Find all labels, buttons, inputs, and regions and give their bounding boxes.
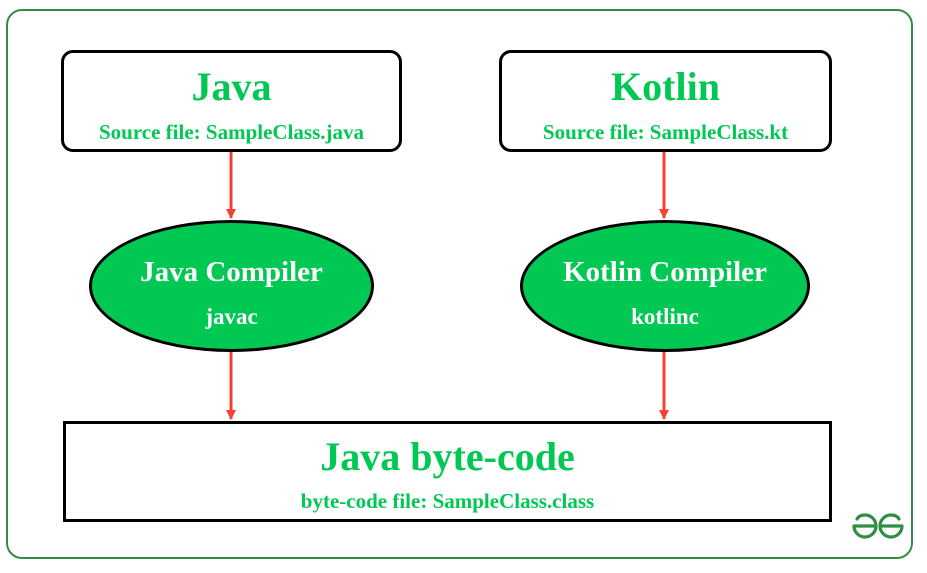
kotlin-compiler-title: Kotlin Compiler xyxy=(563,256,767,288)
java-compiler-title: Java Compiler xyxy=(140,256,323,288)
java-source-subtitle: Source file: SampleClass.java xyxy=(98,120,364,144)
kotlin-source-title: Kotlin xyxy=(611,64,720,109)
bytecode-subtitle: byte-code file: SampleClass.class xyxy=(300,489,595,513)
bytecode-title: Java byte-code xyxy=(320,434,575,479)
java-source-title: Java xyxy=(191,64,272,109)
java-source-box: Java Source file: SampleClass.java xyxy=(61,50,402,152)
kotlin-compiler-subtitle: kotlinc xyxy=(631,304,699,329)
java-compiler-subtitle: javac xyxy=(205,304,258,329)
kotlin-compiler-node: Kotlin Compiler kotlinc xyxy=(520,220,810,352)
java-compiler-node: Java Compiler javac xyxy=(89,220,374,352)
kotlin-source-subtitle: Source file: SampleClass.kt xyxy=(542,120,789,144)
bytecode-box: Java byte-code byte-code file: SampleCla… xyxy=(63,421,832,522)
geeksforgeeks-logo-icon xyxy=(852,513,904,539)
kotlin-source-box: Kotlin Source file: SampleClass.kt xyxy=(499,50,832,152)
